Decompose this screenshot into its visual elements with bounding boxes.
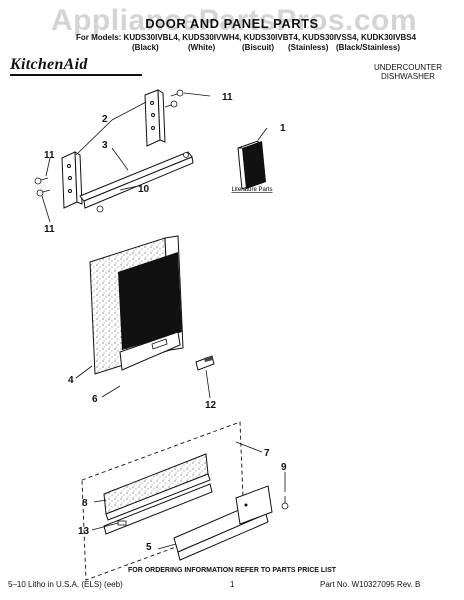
brand-underline: [10, 74, 142, 76]
door-bracket-right: [144, 89, 166, 147]
callout-3: 3: [102, 140, 108, 151]
callout-5: 5: [146, 542, 152, 553]
finish-biscuit: (Biscuit): [242, 43, 274, 52]
callout-2: 2: [102, 114, 108, 125]
footer-litho: 5–10 Litho in U.S.A. (ELS) (eeb): [8, 580, 123, 589]
small-clip: [117, 520, 127, 526]
callout-9: 9: [281, 462, 287, 473]
leader-lines: [41, 92, 286, 550]
callout-6: 6: [92, 394, 98, 405]
footer-part-number: Part No. W10327095 Rev. B: [320, 580, 421, 589]
callout-8: 8: [82, 498, 88, 509]
leader-1: [257, 127, 268, 141]
toe-panel-strip: [103, 483, 213, 535]
finish-black-stainless: (Black/Stainless): [336, 43, 401, 52]
door-handle: [195, 355, 215, 371]
page-title: DOOR AND PANEL PARTS: [145, 16, 319, 31]
finish-stainless: (Stainless): [288, 43, 329, 52]
product-subtitle: UNDERCOUNTER DISHWASHER: [360, 63, 456, 81]
subtitle-line-1: UNDERCOUNTER: [374, 63, 442, 72]
footer-page-number: 1: [230, 580, 235, 589]
callout-7: 7: [264, 448, 270, 459]
watermark: AppliancePartsPros.com: [50, 4, 418, 37]
callout-labels: 1 2 3 4 5 6 7 8 9 10 11 11 11 12 13: [44, 92, 287, 553]
hinge-rail: [79, 151, 194, 209]
ordering-note: FOR ORDERING INFORMATION REFER TO PARTS …: [127, 567, 337, 574]
screw-9: [281, 496, 289, 510]
toe-panel-insulation: [103, 453, 211, 521]
screws: [34, 89, 189, 213]
literature-label: Literature Parts: [231, 187, 272, 193]
callout-12: 12: [205, 400, 217, 411]
callout-11-top: 11: [222, 92, 233, 103]
finish-black: (Black): [132, 43, 159, 52]
callout-4: 4: [68, 375, 74, 386]
subtitle-line-2: DISHWASHER: [381, 72, 435, 81]
models-line: For Models: KUDS30IVBL4, KUDS30IVWH4, KU…: [76, 33, 417, 42]
callout-13: 13: [78, 526, 90, 537]
toe-panel: [173, 485, 273, 561]
callout-11-left: 11: [44, 150, 55, 161]
literature-booklet: Literature Parts: [231, 140, 273, 193]
brand-logo: KitchenAid: [10, 56, 88, 73]
door-inner-panel: [118, 252, 182, 371]
callout-11-bottom: 11: [44, 224, 55, 235]
callout-1: 1: [280, 123, 286, 134]
door-bracket-left: [61, 151, 83, 209]
callout-10: 10: [138, 184, 150, 195]
finish-white: (White): [188, 43, 216, 52]
